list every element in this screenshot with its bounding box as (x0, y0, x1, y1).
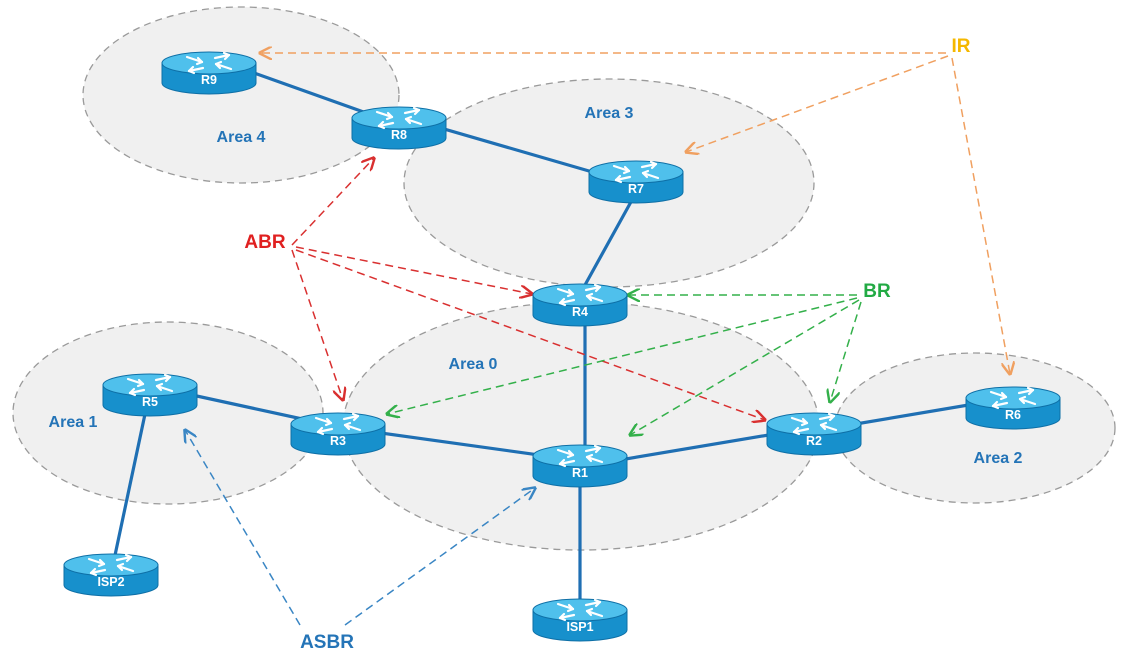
router-r6: R6 (965, 386, 1061, 430)
router-arrows-icon (126, 373, 174, 397)
router-name-label: R4 (572, 305, 588, 319)
router-top (588, 160, 684, 184)
router-name-label: R6 (1005, 408, 1021, 422)
router-top (532, 598, 628, 622)
asbr-arrow-to-r5 (185, 430, 301, 626)
area-2-label: Area 2 (974, 450, 1023, 467)
router-name-label: R8 (391, 128, 407, 142)
router-r7: R7 (588, 160, 684, 204)
router-top (766, 412, 862, 436)
router-name-label: R2 (806, 434, 822, 448)
router-top (161, 51, 257, 75)
br-arrow-to-r2 (830, 301, 862, 402)
role-labels-layer: IR ABR BR ASBR (244, 36, 970, 653)
br-arrow-to-r3 (387, 297, 858, 414)
ir-arrow-to-r7 (686, 55, 949, 152)
router-r5: R5 (102, 373, 198, 417)
router-top (965, 386, 1061, 410)
router-arrows-icon (87, 553, 135, 577)
router-arrows-icon (556, 283, 604, 307)
router-r4: R4 (532, 283, 628, 327)
router-r3: R3 (290, 412, 386, 456)
router-name-label: ISP2 (97, 575, 124, 589)
router-name-label: R5 (142, 395, 158, 409)
router-arrows-icon (185, 51, 233, 75)
router-name-label: R7 (628, 182, 644, 196)
role-label-br: BR (863, 281, 891, 302)
router-r8: R8 (351, 106, 447, 150)
router-name-label: R9 (201, 73, 217, 87)
router-top (63, 553, 159, 577)
router-arrows-icon (556, 444, 604, 468)
abr-arrow-to-r8 (291, 158, 374, 246)
router-arrows-icon (314, 412, 362, 436)
router-name-label: R1 (572, 466, 588, 480)
role-label-abr: ABR (244, 232, 285, 253)
router-isp1: ISP1 (532, 598, 628, 642)
router-top (351, 106, 447, 130)
area-3-label: Area 3 (585, 105, 634, 122)
router-arrows-icon (790, 412, 838, 436)
router-name-label: ISP1 (566, 620, 593, 634)
role-label-ir: IR (952, 36, 971, 57)
router-arrows-icon (375, 106, 423, 130)
router-arrows-icon (612, 160, 660, 184)
routers-layer: R9 R8 R7 R4 R5 R3 R1 R2 R6 ISP2 ISP1 (63, 51, 1061, 642)
area-0-label: Area 0 (449, 356, 498, 373)
area-1-label: Area 1 (49, 414, 98, 431)
area-4-label: Area 4 (217, 129, 266, 146)
area-4-region (82, 6, 400, 184)
role-label-asbr: ASBR (300, 632, 354, 653)
link-r7-r4 (583, 198, 634, 287)
asbr-arrow-to-r1 (344, 488, 535, 626)
router-r9: R9 (161, 51, 257, 95)
role-arrows-layer (185, 53, 1010, 626)
br-arrow-to-r1 (630, 299, 860, 435)
abr-arrow-to-r3 (291, 249, 343, 400)
router-r2: R2 (766, 412, 862, 456)
router-arrows-icon (556, 598, 604, 622)
router-isp2: ISP2 (63, 553, 159, 597)
router-top (290, 412, 386, 436)
router-top (532, 283, 628, 307)
router-name-label: R3 (330, 434, 346, 448)
link-r5-isp2 (112, 398, 150, 562)
link-r8-r7 (418, 120, 622, 182)
ir-arrow-to-r6 (951, 57, 1010, 374)
router-r1: R1 (532, 444, 628, 488)
router-top (532, 444, 628, 468)
abr-arrow-to-r2 (295, 249, 765, 420)
router-arrows-icon (989, 386, 1037, 410)
area-2-region (834, 352, 1116, 504)
abr-arrow-to-r4 (295, 246, 532, 294)
router-top (102, 373, 198, 397)
